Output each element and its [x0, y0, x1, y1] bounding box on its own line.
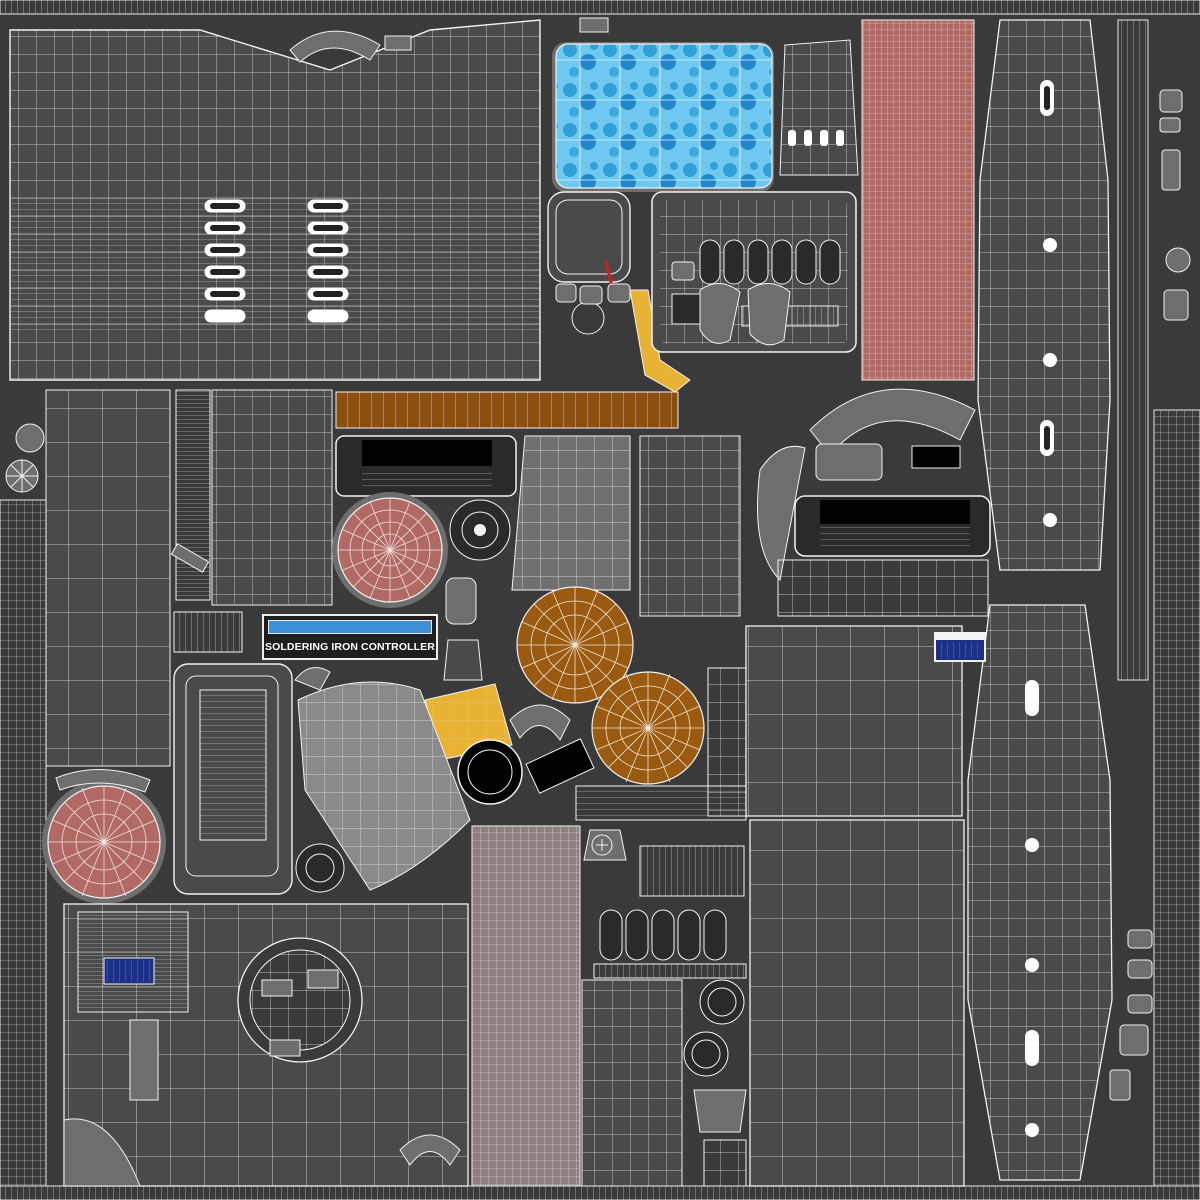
label-blue-stripe [268, 620, 432, 634]
pink-disk-upper [332, 492, 448, 608]
right-body-lower [967, 604, 1113, 1181]
sleeve [511, 435, 631, 591]
pink-disk-lower [42, 780, 166, 904]
orange-disk-upper [516, 586, 634, 704]
black-box-right [794, 495, 991, 557]
black-box-left [335, 435, 517, 497]
left-column [45, 389, 333, 767]
curved-grey-panel [297, 681, 471, 891]
top-left-shell [9, 19, 541, 381]
bucket-piece [779, 39, 859, 176]
water-texture-block [552, 42, 774, 192]
soldering-iron-controller-label: SOLDERING IRON CONTROLLER [262, 614, 438, 660]
right-body-upper [977, 19, 1111, 571]
label-text: SOLDERING IRON CONTROLLER [265, 641, 435, 653]
orange-disk-lower [591, 671, 705, 785]
grille-plate [173, 663, 293, 895]
bottom-left-panel [63, 903, 469, 1187]
